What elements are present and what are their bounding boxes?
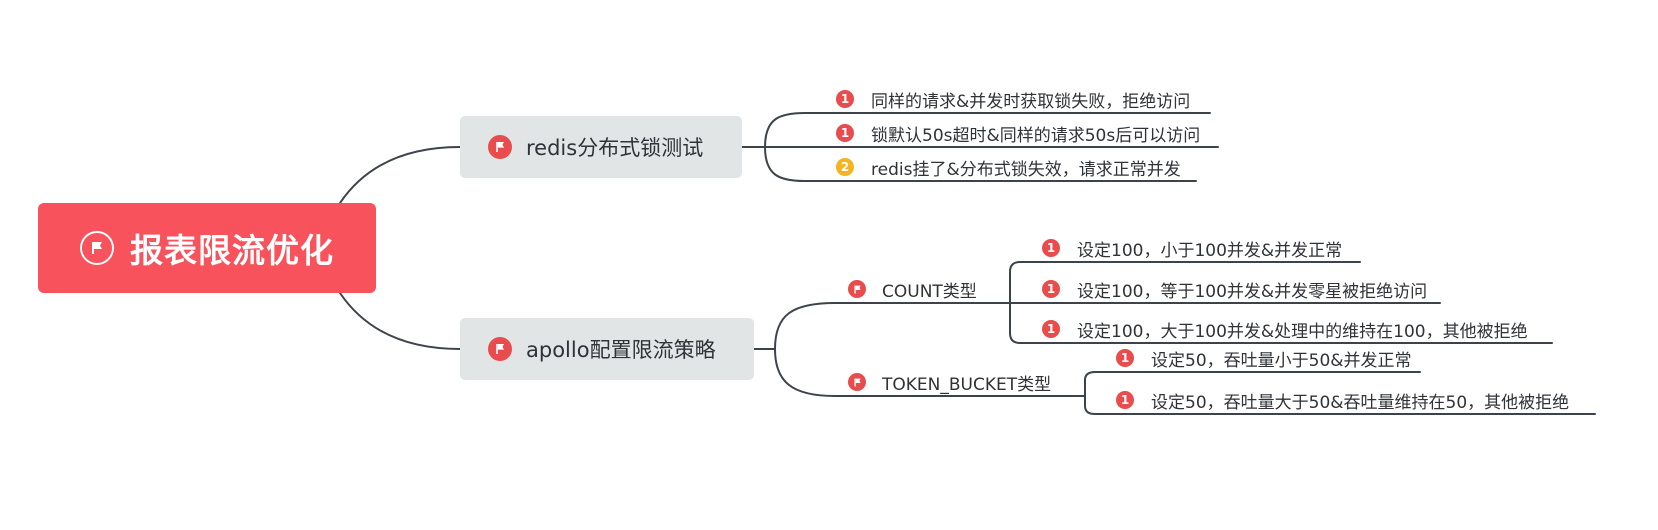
priority-1-icon: 1 xyxy=(1116,391,1134,409)
priority-1-icon: 1 xyxy=(836,124,854,142)
leaf-label: 设定50，吞吐量小于50&并发正常 xyxy=(1151,350,1412,371)
leaf-token-1[interactable]: 1 设定50，吞吐量小于50&并发正常 xyxy=(1116,346,1412,371)
connector-count-leaf-1 xyxy=(1009,261,1361,304)
leaf-label: 同样的请求&并发时获取锁失败，拒绝访问 xyxy=(871,91,1191,112)
flag-icon xyxy=(848,280,866,298)
leaf-label: redis挂了&分布式锁失效，请求正常并发 xyxy=(871,159,1181,180)
leaf-count-3[interactable]: 1 设定100，大于100并发&处理中的维持在100，其他被拒绝 xyxy=(1042,317,1528,342)
connector-root-to-apollo xyxy=(339,292,461,350)
connector-apollo-token xyxy=(774,348,1086,397)
root-topic[interactable]: 报表限流优化 xyxy=(38,203,376,293)
priority-1-icon: 1 xyxy=(1042,320,1060,338)
leaf-redis-2[interactable]: 1 锁默认50s超时&同样的请求50s后可以访问 xyxy=(836,121,1201,146)
connector-count-leaf-3 xyxy=(1009,302,1553,344)
connector-redis-leaf-1 xyxy=(764,112,1211,148)
connector-apollo-count xyxy=(774,302,1011,350)
subtopic-token-bucket-type[interactable]: TOKEN_BUCKET类型 xyxy=(848,370,1052,395)
leaf-label: 设定50，吞吐量大于50&吞吐量维持在50，其他被拒绝 xyxy=(1151,392,1570,413)
leaf-label: 设定100，等于100并发&并发零星被拒绝访问 xyxy=(1077,281,1428,302)
branch-apollo-label: apollo配置限流策略 xyxy=(526,338,716,362)
leaf-count-2[interactable]: 1 设定100，等于100并发&并发零星被拒绝访问 xyxy=(1042,277,1428,302)
priority-1-icon: 1 xyxy=(836,90,854,108)
connector-token-leaf-1 xyxy=(1084,371,1421,397)
flag-icon xyxy=(80,231,114,265)
flag-icon xyxy=(488,135,512,159)
leaf-redis-1[interactable]: 1 同样的请求&并发时获取锁失败，拒绝访问 xyxy=(836,87,1191,112)
subtopic-count-label: COUNT类型 xyxy=(882,281,977,302)
branch-redis-lock-test[interactable]: redis分布式锁测试 xyxy=(460,116,742,178)
leaf-label: 锁默认50s超时&同样的请求50s后可以访问 xyxy=(871,125,1201,146)
connector-redis-leaf-3 xyxy=(764,146,1197,182)
branch-redis-label: redis分布式锁测试 xyxy=(526,136,704,160)
priority-1-icon: 1 xyxy=(1116,349,1134,367)
branch-apollo-strategy[interactable]: apollo配置限流策略 xyxy=(460,318,754,380)
leaf-label: 设定100，小于100并发&并发正常 xyxy=(1077,240,1343,261)
priority-1-icon: 1 xyxy=(1042,239,1060,257)
subtopic-token-bucket-label: TOKEN_BUCKET类型 xyxy=(882,374,1052,395)
connector-token-leaf-2 xyxy=(1084,395,1596,415)
subtopic-count-type[interactable]: COUNT类型 xyxy=(848,277,977,302)
flag-icon xyxy=(488,337,512,361)
leaf-token-2[interactable]: 1 设定50，吞吐量大于50&吞吐量维持在50，其他被拒绝 xyxy=(1116,388,1570,413)
flag-icon xyxy=(848,373,866,391)
leaf-redis-3[interactable]: 2 redis挂了&分布式锁失效，请求正常并发 xyxy=(836,155,1181,180)
connector-root-to-redis xyxy=(339,146,461,204)
root-topic-label: 报表限流优化 xyxy=(130,231,334,270)
leaf-label: 设定100，大于100并发&处理中的维持在100，其他被拒绝 xyxy=(1077,321,1528,342)
leaf-count-1[interactable]: 1 设定100，小于100并发&并发正常 xyxy=(1042,236,1343,261)
priority-2-icon: 2 xyxy=(836,158,854,176)
priority-1-icon: 1 xyxy=(1042,280,1060,298)
